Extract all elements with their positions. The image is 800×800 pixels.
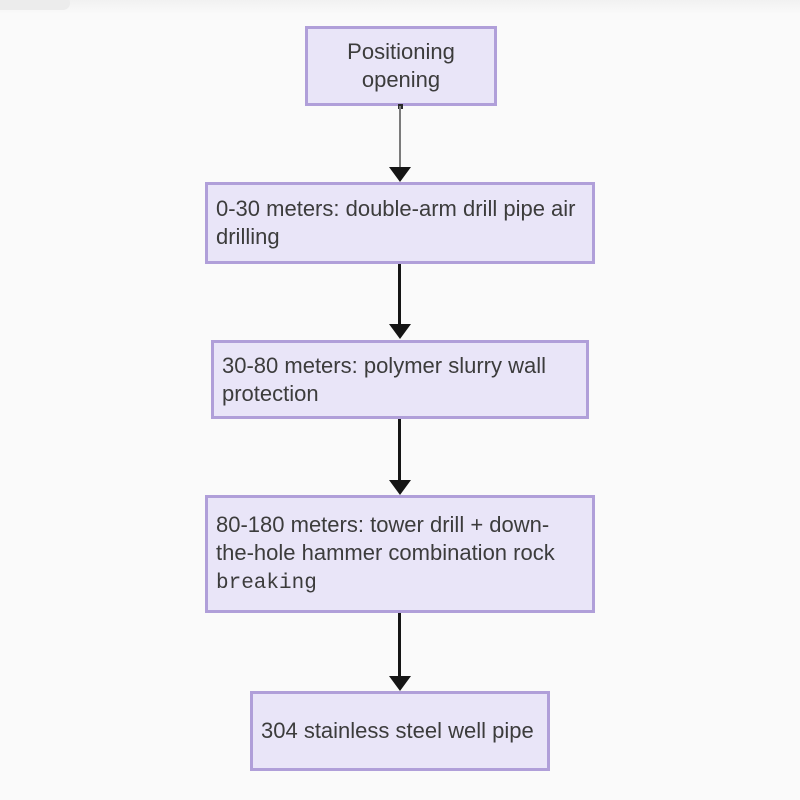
node-label: 30-80 meters: polymer slurry wall protec…: [222, 352, 546, 406]
top-shading: [0, 0, 800, 14]
flowchart-node-positioning-opening: Positioning opening: [305, 26, 497, 106]
flowchart-node-slurry-wall-protection: 30-80 meters: polymer slurry wall protec…: [211, 340, 589, 419]
flowchart-node-air-drilling: 0-30 meters: double-arm drill pipe air d…: [205, 182, 595, 264]
arrow-shaft-2: [398, 264, 401, 325]
node-label: 80-180 meters: tower drill + down-the-ho…: [216, 511, 555, 595]
node-label: 0-30 meters: double-arm drill pipe air d…: [216, 196, 576, 249]
flowchart-node-well-pipe: 304 stainless steel well pipe: [250, 691, 550, 771]
node-label: 304 stainless steel well pipe: [261, 718, 534, 743]
arrow-head-icon: [389, 480, 411, 495]
arrow-shaft-1: [399, 106, 401, 168]
arrow-shaft-3: [398, 419, 401, 481]
arrow-head-icon: [389, 324, 411, 339]
top-left-artifact: [0, 0, 70, 10]
arrow-head-icon: [389, 167, 411, 182]
arrow-head-icon: [389, 676, 411, 691]
node-label-alt-font: breaking: [216, 571, 317, 595]
flowchart-node-rock-breaking: 80-180 meters: tower drill + down-the-ho…: [205, 495, 595, 613]
node-label: Positioning opening: [347, 39, 455, 92]
arrow-shaft-4: [398, 613, 401, 677]
